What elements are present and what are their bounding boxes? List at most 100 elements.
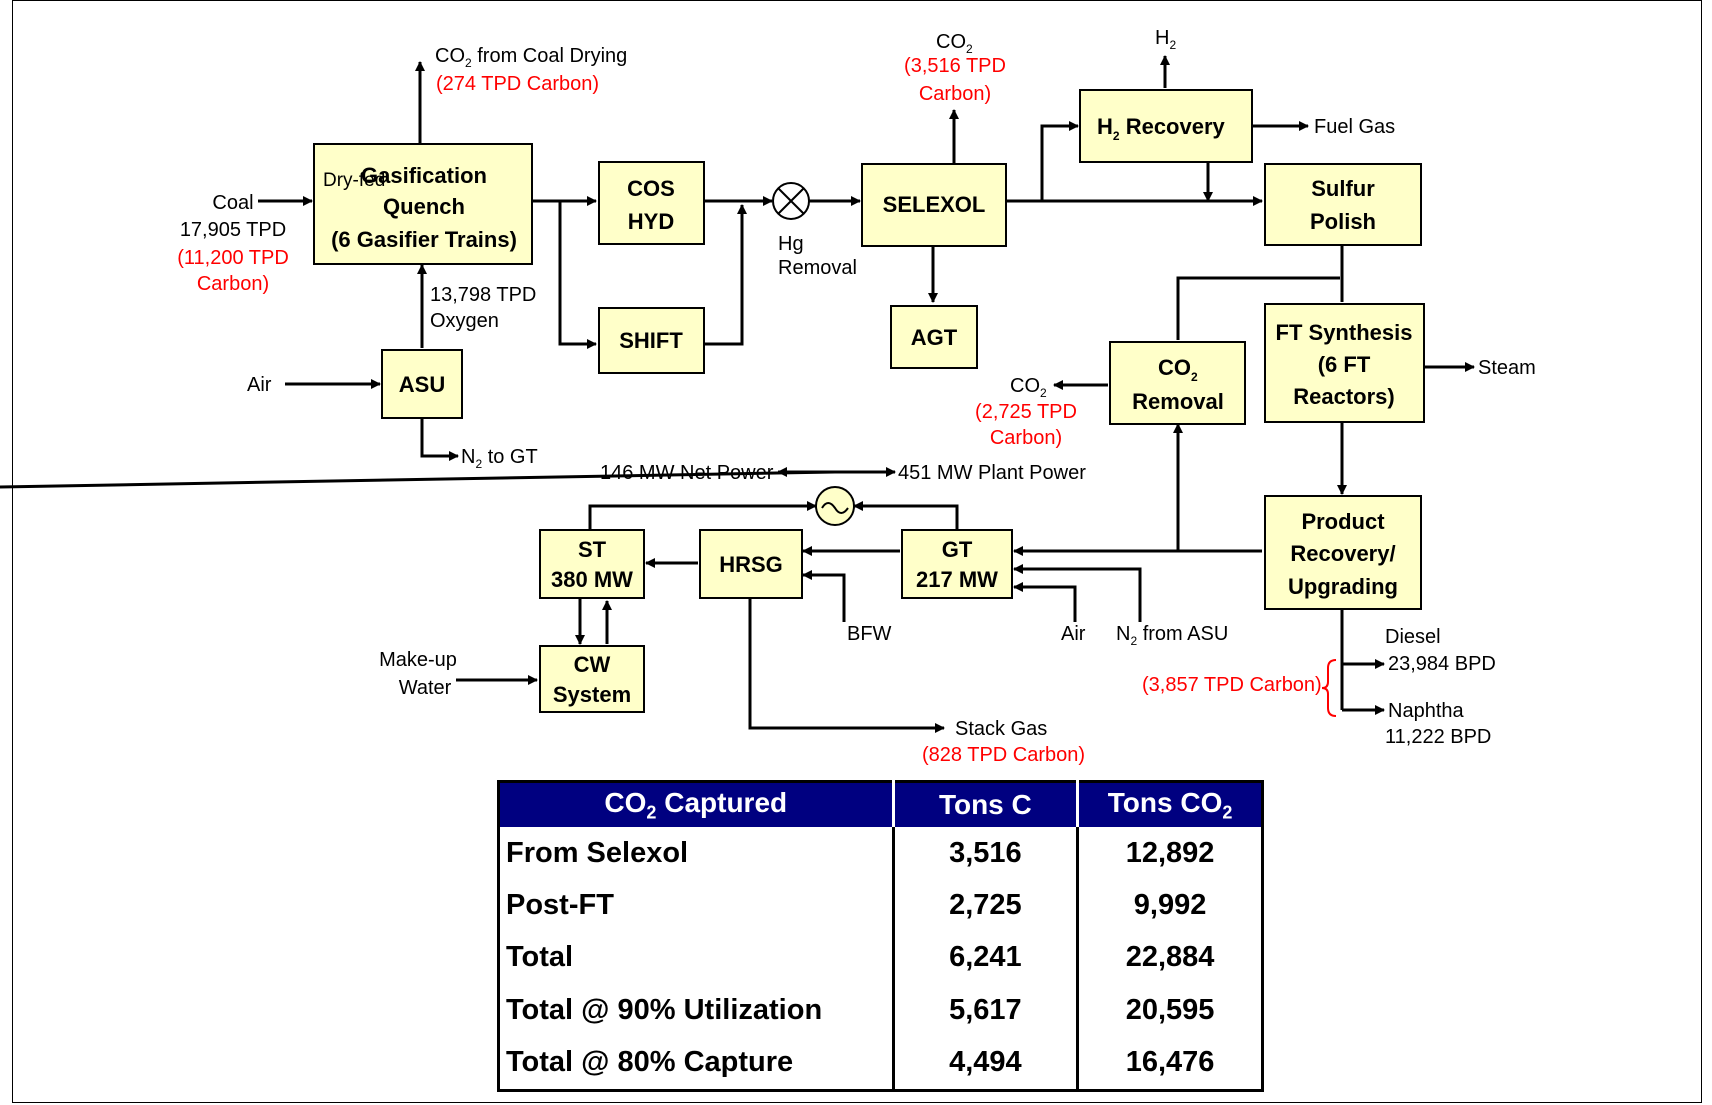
arrow-gt-air	[1013, 582, 1077, 622]
svg-text:HYD: HYD	[628, 209, 674, 234]
selexol-co2-label: CO2	[936, 31, 973, 56]
oxygen-tpd-label: 13,798 TPD	[430, 284, 536, 306]
co2-coal-drying-label: CO2 from Coal Drying	[435, 45, 627, 70]
svg-text:Removal: Removal	[1132, 389, 1224, 414]
products-brace	[1321, 659, 1337, 717]
stack-gas-carbon-label: (828 TPD Carbon)	[922, 744, 1085, 766]
diesel-bpd-label: 23,984 BPD	[1388, 653, 1496, 675]
selexol-carbon-label-2: Carbon)	[919, 83, 991, 105]
header-co2-captured: CO2 Captured	[498, 781, 895, 827]
row-tons-c: 2,725	[893, 879, 1080, 932]
arrow-shift-merge	[704, 204, 747, 346]
row-label: Total	[498, 931, 895, 985]
svg-text:HRSG: HRSG	[719, 552, 783, 577]
st-box: ST 380 MW	[539, 529, 645, 599]
svg-text:217 MW: 217 MW	[916, 567, 998, 592]
row-label: From Selexol	[498, 827, 895, 880]
row-tons-co2: 22,884	[1125, 941, 1215, 974]
dry-fed-label: Dry-fed	[323, 170, 385, 191]
row-label: Total @ 80% Capture	[498, 1036, 895, 1091]
table-row: Post-FT 2,725 9,992	[498, 879, 1263, 932]
h2-label: H2	[1155, 27, 1176, 52]
cos-hyd-box: COS HYD	[598, 161, 705, 245]
asu-box: ASU	[381, 349, 463, 419]
sulfur-polish-box: Sulfur Polish	[1264, 163, 1422, 246]
row-tons-co2: 20,595	[1125, 993, 1215, 1026]
svg-text:Recovery/: Recovery/	[1290, 541, 1395, 566]
coal-carbon-label-2: Carbon)	[197, 273, 269, 295]
svg-text:COS: COS	[627, 176, 675, 201]
arrow-st-generator	[588, 501, 817, 530]
makeup-label: Make-up	[379, 649, 457, 671]
arrow-stack-gas	[748, 598, 945, 733]
row-tons-c: 5,617	[893, 984, 1080, 1037]
row-tons-c: 4,494	[893, 1036, 1080, 1091]
removal-label: Removal	[778, 257, 857, 279]
coal-carbon-label: (11,200 TPD	[177, 247, 289, 269]
svg-text:(6 Gasifier Trains): (6 Gasifier Trains)	[331, 227, 517, 252]
generator-symbol	[815, 486, 855, 526]
svg-text:Polish: Polish	[1310, 209, 1376, 234]
arrow-to-shift	[558, 201, 597, 349]
svg-text:H2 Recovery: H2 Recovery	[1097, 114, 1226, 143]
n2-from-asu-label: N2 from ASU	[1116, 623, 1228, 648]
coal-label: Coal	[212, 192, 253, 214]
arrow-to-h2recovery	[1040, 121, 1079, 201]
svg-text:Quench: Quench	[383, 194, 465, 219]
row-label: Post-FT	[498, 879, 895, 932]
co2-coal-drying-carbon: (274 TPD Carbon)	[436, 73, 599, 95]
selexol-carbon-label: (3,516 TPD	[904, 55, 1006, 77]
arrow-n2-to-gt	[420, 419, 459, 461]
air-label: Air	[247, 374, 272, 396]
gasification-box: Gasification Quench (6 Gasifier Trains) …	[313, 143, 533, 265]
n2-to-gt-label: N2 to GT	[461, 446, 538, 471]
net-power-label: 146 MW Net Power	[600, 462, 774, 484]
naphtha-label: Naphtha	[1388, 700, 1464, 722]
table-row: Total @ 90% Utilization 5,617 20,595	[498, 984, 1263, 1037]
svg-text:AGT: AGT	[911, 325, 958, 350]
shift-box: SHIFT	[598, 307, 705, 374]
products-carbon-label: (3,857 TPD Carbon)	[1142, 674, 1322, 696]
svg-text:System: System	[553, 682, 631, 707]
gt-air-label: Air	[1061, 623, 1086, 645]
row-tons-c: 3,516	[893, 827, 1080, 880]
svg-text:Upgrading: Upgrading	[1288, 574, 1398, 599]
svg-text:ST: ST	[578, 537, 607, 562]
svg-text:Reactors): Reactors)	[1293, 384, 1394, 409]
header-tons-co2: Tons CO2	[1077, 781, 1263, 827]
line-co2removal-recycle	[1176, 276, 1340, 340]
svg-text:CO2: CO2	[1158, 355, 1198, 384]
oxygen-label: Oxygen	[430, 310, 499, 332]
co2-removal-carbon-label-2: Carbon)	[990, 427, 1062, 449]
co2-removal-carbon-label: (2,725 TPD	[975, 401, 1077, 423]
figure-frame	[12, 0, 1702, 1103]
svg-text:Gasification: Gasification	[361, 163, 487, 188]
svg-text:(6 FT: (6 FT	[1318, 352, 1371, 377]
naphtha-bpd-label: 11,222 BPD	[1385, 726, 1491, 748]
hg-removal-symbol	[772, 182, 810, 220]
svg-text:SELEXOL: SELEXOL	[883, 192, 986, 217]
row-tons-co2: 16,476	[1125, 1046, 1215, 1079]
arrow-gt-n2	[1013, 564, 1142, 622]
arrow-gt-generator	[853, 501, 959, 530]
svg-text:CW: CW	[574, 652, 611, 677]
h2-recovery-box: H2 Recovery	[1079, 89, 1253, 163]
diesel-label: Diesel	[1385, 626, 1441, 648]
gt-box: GT 217 MW	[901, 529, 1013, 599]
co2-removal-box: CO2 Removal	[1109, 341, 1246, 425]
svg-text:Sulfur: Sulfur	[1311, 176, 1375, 201]
svg-text:380 MW: 380 MW	[551, 567, 633, 592]
table-header-row: CO2 Captured Tons C Tons CO2	[498, 781, 1263, 827]
table-row: Total @ 80% Capture 4,494 16,476	[498, 1036, 1263, 1091]
ft-synthesis-box: FT Synthesis (6 FT Reactors)	[1264, 303, 1425, 423]
stack-gas-label: Stack Gas	[955, 718, 1047, 740]
svg-text:FT Synthesis: FT Synthesis	[1276, 320, 1413, 345]
row-label: Total @ 90% Utilization	[498, 984, 895, 1037]
row-tons-co2: 12,892	[1125, 836, 1215, 869]
row-tons-c: 6,241	[893, 931, 1080, 985]
stream-labels: CO2 from Coal Drying (274 TPD Carbon) Co…	[177, 27, 1536, 766]
flow-lines	[0, 55, 1475, 733]
header-tons-c: Tons C	[893, 781, 1080, 827]
svg-text:Product: Product	[1301, 509, 1385, 534]
selexol-box: SELEXOL	[861, 163, 1007, 247]
